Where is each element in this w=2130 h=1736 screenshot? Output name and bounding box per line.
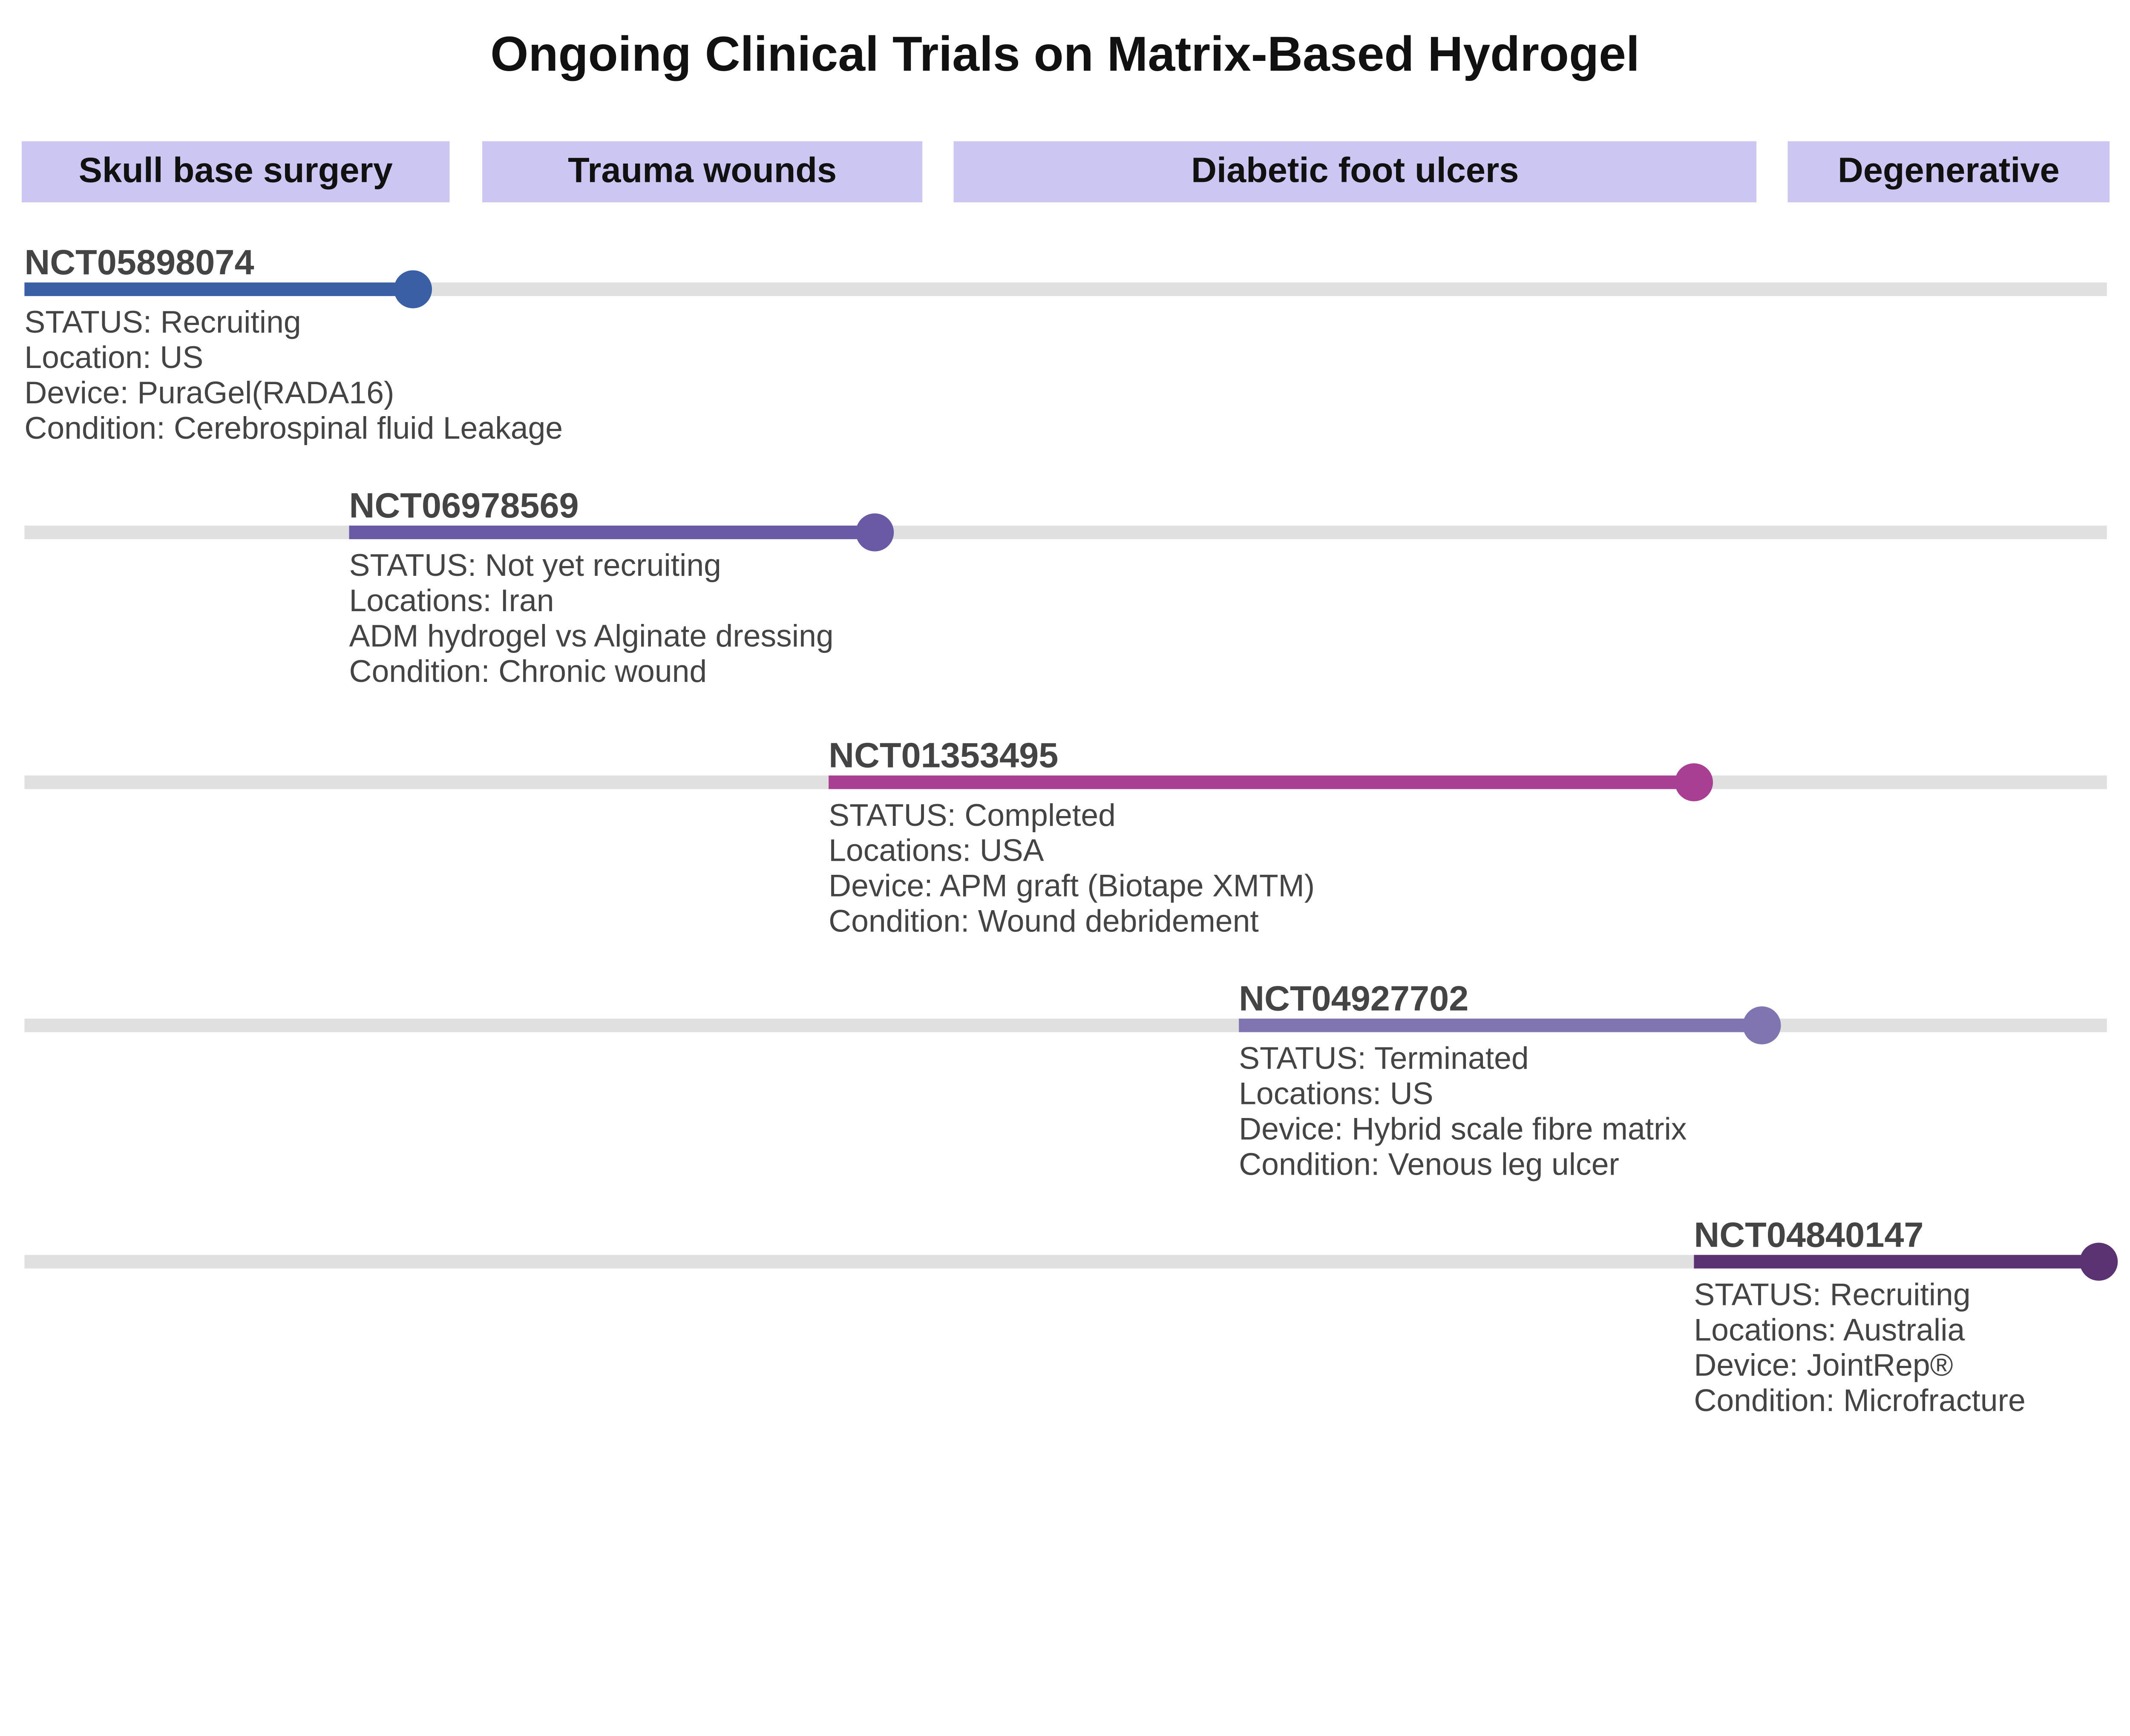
timeline-track — [24, 1018, 2107, 1032]
category-header: Trauma wounds — [482, 141, 923, 203]
trial-detail: STATUS: Recruiting — [1694, 1277, 1970, 1312]
trial-end-marker — [1743, 1006, 1781, 1045]
trial-end-marker — [855, 513, 894, 552]
category-header: Diabetic foot ulcers — [953, 141, 1757, 203]
trial-end-marker — [2079, 1242, 2118, 1281]
trial-id: NCT01353495 — [829, 736, 1058, 775]
trial-id: NCT05898074 — [24, 242, 254, 282]
trial-detail: STATUS: Terminated — [1239, 1041, 1529, 1076]
trial-detail: Location: US — [24, 340, 203, 375]
trial-id: NCT06978569 — [349, 486, 579, 525]
trial-id: NCT04840147 — [1694, 1215, 1923, 1254]
trial-detail: STATUS: Not yet recruiting — [349, 548, 721, 583]
category-header: Degenerative — [1787, 141, 2110, 203]
trial-detail: Device: PuraGel(RADA16) — [24, 375, 394, 410]
trial-detail: Locations: US — [1239, 1076, 1433, 1111]
category-header-label: Skull base surgery — [79, 150, 393, 190]
category-header-bg — [22, 141, 450, 203]
trial-detail: ADM hydrogel vs Alginate dressing — [349, 618, 834, 653]
timeline-track — [24, 526, 2107, 539]
category-header-label: Trauma wounds — [568, 150, 837, 190]
trials-timeline: Ongoing Clinical Trials on Matrix-Based … — [22, 27, 2118, 1418]
category-header-bg — [953, 141, 1757, 203]
trial-bar — [24, 282, 413, 296]
trial-end-marker — [394, 270, 432, 308]
category-header: Skull base surgery — [22, 141, 450, 203]
trial-bar — [1694, 1255, 2099, 1269]
trial-detail: Locations: Australia — [1694, 1312, 1965, 1347]
trial-detail: Device: APM graft (Biotape XMTM) — [829, 868, 1315, 903]
trial-detail: Condition: Chronic wound — [349, 654, 707, 689]
trial-detail: STATUS: Completed — [829, 798, 1116, 833]
chart-title: Ongoing Clinical Trials on Matrix-Based … — [490, 27, 1640, 81]
trial-bar — [1239, 1018, 1762, 1032]
category-header-bg — [482, 141, 923, 203]
category-header-label: Diabetic foot ulcers — [1191, 150, 1519, 190]
trial-detail: Locations: USA — [829, 833, 1044, 868]
trial-detail: Device: Hybrid scale fibre matrix — [1239, 1111, 1687, 1146]
trial-detail: Condition: Microfracture — [1694, 1383, 2025, 1418]
trial-detail: Device: JointRep® — [1694, 1348, 1953, 1382]
trial-detail: Condition: Venous leg ulcer — [1239, 1147, 1619, 1181]
trial-detail: Locations: Iran — [349, 583, 554, 618]
trial-bar — [829, 775, 1694, 789]
trial-end-marker — [1675, 763, 1713, 802]
trial-detail: STATUS: Recruiting — [24, 305, 301, 339]
category-header-bg — [1787, 141, 2110, 203]
trial-detail: Condition: Wound debridement — [829, 903, 1259, 938]
category-header-label: Degenerative — [1838, 150, 2060, 190]
trial-detail: Condition: Cerebrospinal fluid Leakage — [24, 411, 563, 445]
trial-bar — [349, 526, 875, 539]
trial-id: NCT04927702 — [1239, 978, 1468, 1018]
